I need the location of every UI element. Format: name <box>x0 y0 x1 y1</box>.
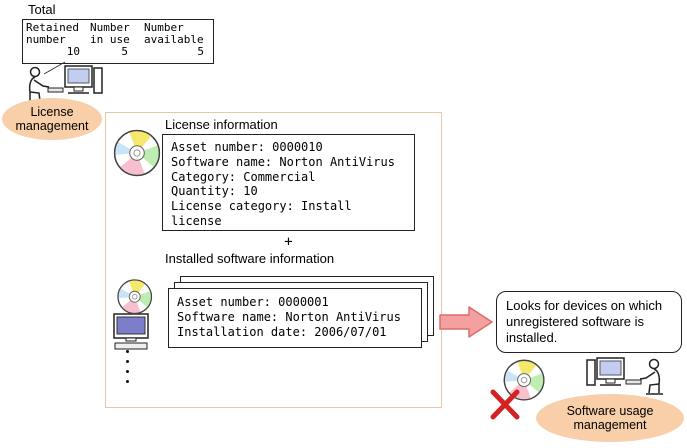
callout-box: Looks for devices on which unregistered … <box>496 291 682 353</box>
total-column: Number in use 5 <box>90 22 144 61</box>
total-column-header: Number available <box>144 21 204 46</box>
installed-software-stack: Asset number: 0000001 Software name: Nor… <box>168 276 434 350</box>
connector-line-icon <box>43 61 66 75</box>
info-line: Software name: Norton AntiVirus <box>171 154 395 169</box>
total-column-header: Retained number <box>26 21 79 46</box>
total-column: Retained number 10 <box>26 22 90 61</box>
info-line: license <box>171 213 222 228</box>
info-line: Asset number: 0000001 <box>177 295 329 309</box>
flow-arrow-icon <box>439 306 493 338</box>
info-line: Installation date: 2006/07/01 <box>177 325 387 340</box>
vertical-ellipsis-icon <box>126 346 129 386</box>
total-label: Total <box>28 2 56 17</box>
total-table: Retained number 10 Number in use 5 Numbe… <box>22 19 214 64</box>
total-column-value: 10 <box>66 45 80 58</box>
total-column-value: 5 <box>197 45 204 58</box>
license-information-heading: License information <box>165 117 278 132</box>
software-usage-management-label: Software usage management <box>566 404 654 432</box>
plus-sign: + <box>284 234 293 250</box>
callout-text: Looks for devices on which unregistered … <box>506 298 663 345</box>
info-line: License category: Install <box>171 199 352 214</box>
license-information-box: Asset number: 0000010 Software name: Nor… <box>162 134 415 231</box>
cd-on-computer-icon <box>113 279 153 350</box>
total-column-value: 5 <box>121 45 128 58</box>
total-column: Number available 5 <box>144 22 208 61</box>
info-line: Category: Commercial <box>171 169 316 184</box>
license-management-label: License management <box>15 105 89 133</box>
info-line: Quantity: 10 <box>171 184 258 199</box>
person-at-computer-icon <box>26 65 103 103</box>
info-line: Asset number: 0000010 <box>171 140 323 154</box>
software-usage-management-badge: Software usage management <box>536 394 684 442</box>
total-column-header: Number in use <box>90 21 130 46</box>
crossed-out-cd-icon <box>490 359 545 420</box>
cd-disc-icon <box>113 129 161 177</box>
installed-software-box: Asset number: 0000001 Software name: Nor… <box>168 288 422 348</box>
license-management-badge: License management <box>2 98 102 140</box>
person-at-computer-icon <box>586 357 663 395</box>
info-line: Software name: Norton AntiVirus <box>177 310 401 325</box>
installed-software-heading: Installed software information <box>165 251 335 266</box>
